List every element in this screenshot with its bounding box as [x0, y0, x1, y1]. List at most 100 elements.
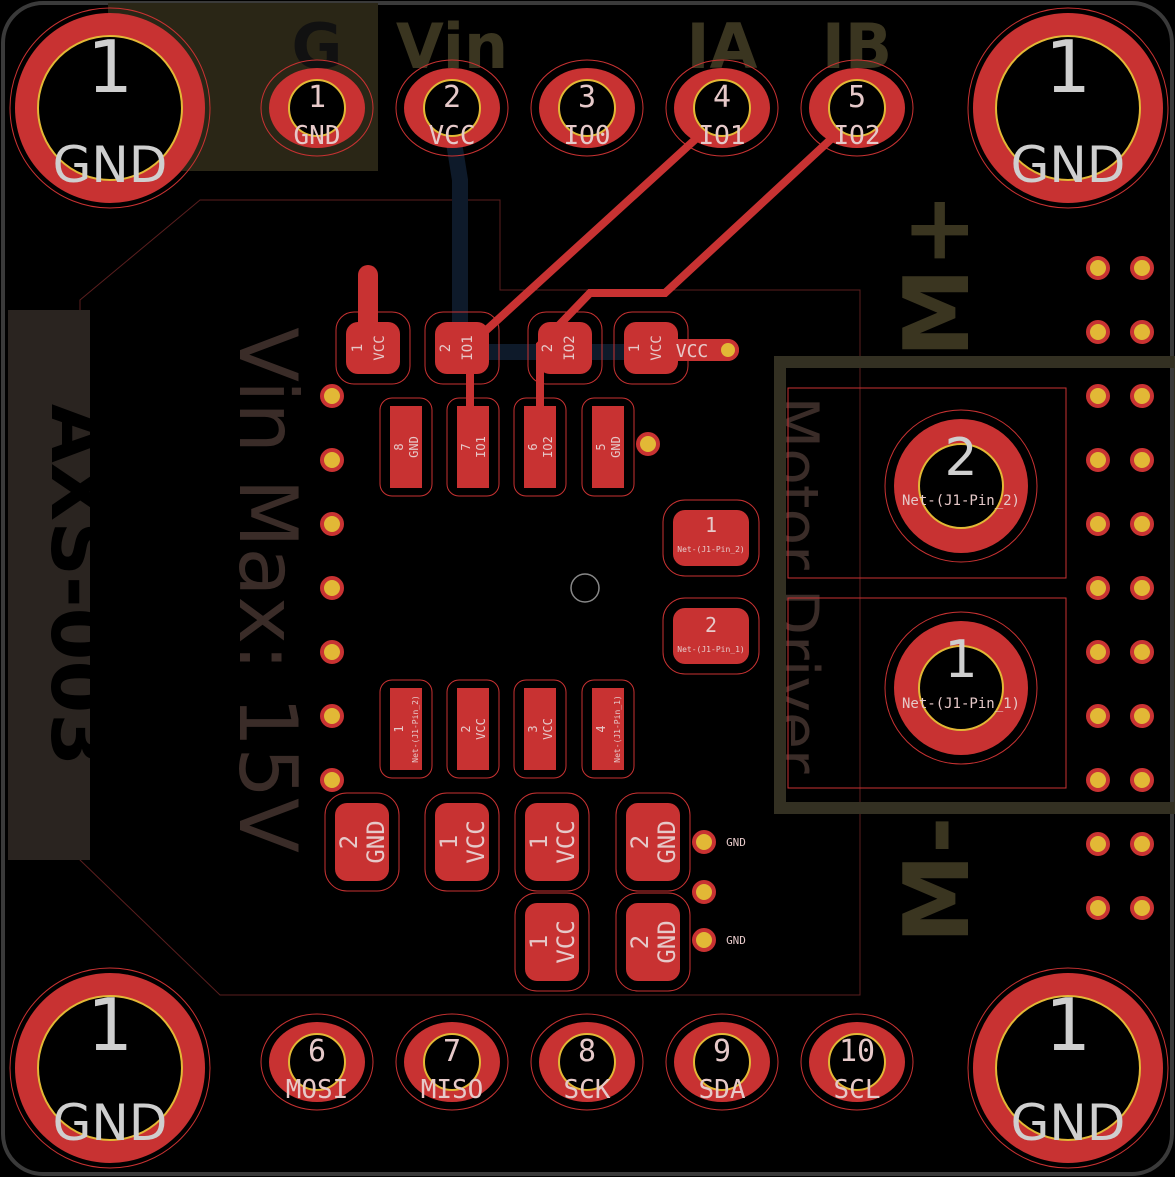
headers: 1GND2VCC3IO04IO15IO26MOSI7MISO8SCK9SDA10… — [260, 59, 914, 1111]
hole-net: GND — [53, 1094, 168, 1152]
pin-net: IO0 — [564, 121, 611, 151]
pad-pin: 2 — [335, 835, 363, 849]
via — [320, 704, 344, 728]
pad-pin: 4 — [594, 725, 608, 732]
terminal-net: Net-(J1-Pin_2) — [902, 493, 1020, 509]
pin-number: 7 — [443, 1034, 461, 1069]
pad-net: VCC — [541, 718, 555, 740]
pad-pin: 1 — [435, 835, 463, 849]
terminal-pin: 1 — [944, 630, 977, 690]
pad-pin: 2 — [438, 344, 454, 352]
pad-net: GND — [653, 820, 681, 863]
via — [1130, 512, 1154, 536]
pad-net: IO2 — [541, 436, 555, 458]
pad-net: IO1 — [474, 436, 488, 458]
pad-net: Net-(J1-Pin_1) — [677, 645, 744, 654]
pin-number: 10 — [839, 1034, 875, 1069]
pad-net: VCC — [474, 718, 488, 740]
via — [320, 448, 344, 472]
origin-marker — [570, 573, 600, 603]
via — [1130, 576, 1154, 600]
pad-net: IO2 — [562, 335, 578, 360]
via — [1086, 896, 1110, 920]
pad-pin: 2 — [459, 725, 473, 732]
via — [320, 512, 344, 536]
via — [1130, 896, 1154, 920]
part-number-bg — [8, 310, 90, 860]
pad-pin: 1 — [627, 344, 643, 352]
via — [1086, 640, 1110, 664]
via — [1086, 576, 1110, 600]
pad-net: VCC — [552, 820, 580, 863]
pin-net: VCC — [429, 121, 476, 151]
terminal-courtyard — [787, 387, 1067, 579]
part-number-text: AXS-003 — [34, 404, 123, 766]
pin-net: MISO — [421, 1075, 484, 1105]
pad-pin: 1 — [525, 835, 553, 849]
via — [692, 880, 716, 904]
via — [1130, 256, 1154, 280]
pad-net: Net-(J1-Pin_2) — [411, 695, 420, 762]
vcc-via — [717, 339, 739, 361]
title-text: Motor Driver — [761, 396, 831, 773]
pin-number: 8 — [578, 1034, 596, 1069]
pad-net: Net-(J1-Pin_1) — [613, 695, 622, 762]
pin-net: MOSI — [286, 1075, 349, 1105]
pad-net: GND — [609, 436, 623, 458]
via — [636, 432, 660, 456]
gnd-via-label: GND — [726, 934, 746, 947]
via — [1130, 704, 1154, 728]
pad-net: Net-(J1-Pin_2) — [677, 545, 744, 554]
pin-number: 9 — [713, 1034, 731, 1069]
pad-pin: 1 — [350, 344, 366, 352]
terminal-silk-outline — [774, 356, 1175, 814]
pad-net: IO1 — [460, 335, 476, 360]
smd-pad: 2 IO1 — [424, 311, 500, 385]
pad-net: GND — [407, 436, 421, 458]
hole-net: GND — [53, 136, 168, 194]
via — [320, 640, 344, 664]
via — [692, 928, 716, 952]
via — [1130, 448, 1154, 472]
via — [1086, 512, 1110, 536]
via — [1086, 256, 1110, 280]
via — [1086, 448, 1110, 472]
pad-net: VCC — [462, 820, 490, 863]
via — [1130, 640, 1154, 664]
vcc-via-label: VCC — [676, 341, 709, 362]
terminal-pin: 2 — [944, 428, 977, 488]
pad-pin: 2 — [626, 835, 654, 849]
via — [1086, 832, 1110, 856]
pin-net: IO2 — [834, 121, 881, 151]
label-m-minus: M- — [885, 817, 990, 944]
pad-net: GND — [362, 820, 390, 863]
pin-number: 2 — [443, 80, 461, 115]
vin-max-text: Vin Max: 15V — [221, 327, 314, 853]
pin-net: SDA — [699, 1075, 746, 1105]
terminal-net: Net-(J1-Pin_1) — [902, 696, 1020, 712]
via — [1130, 384, 1154, 408]
pin-number: 5 — [848, 80, 866, 115]
pad-pin: 1 — [705, 513, 717, 537]
pad-pin: 1 — [525, 935, 553, 949]
via — [1086, 320, 1110, 344]
